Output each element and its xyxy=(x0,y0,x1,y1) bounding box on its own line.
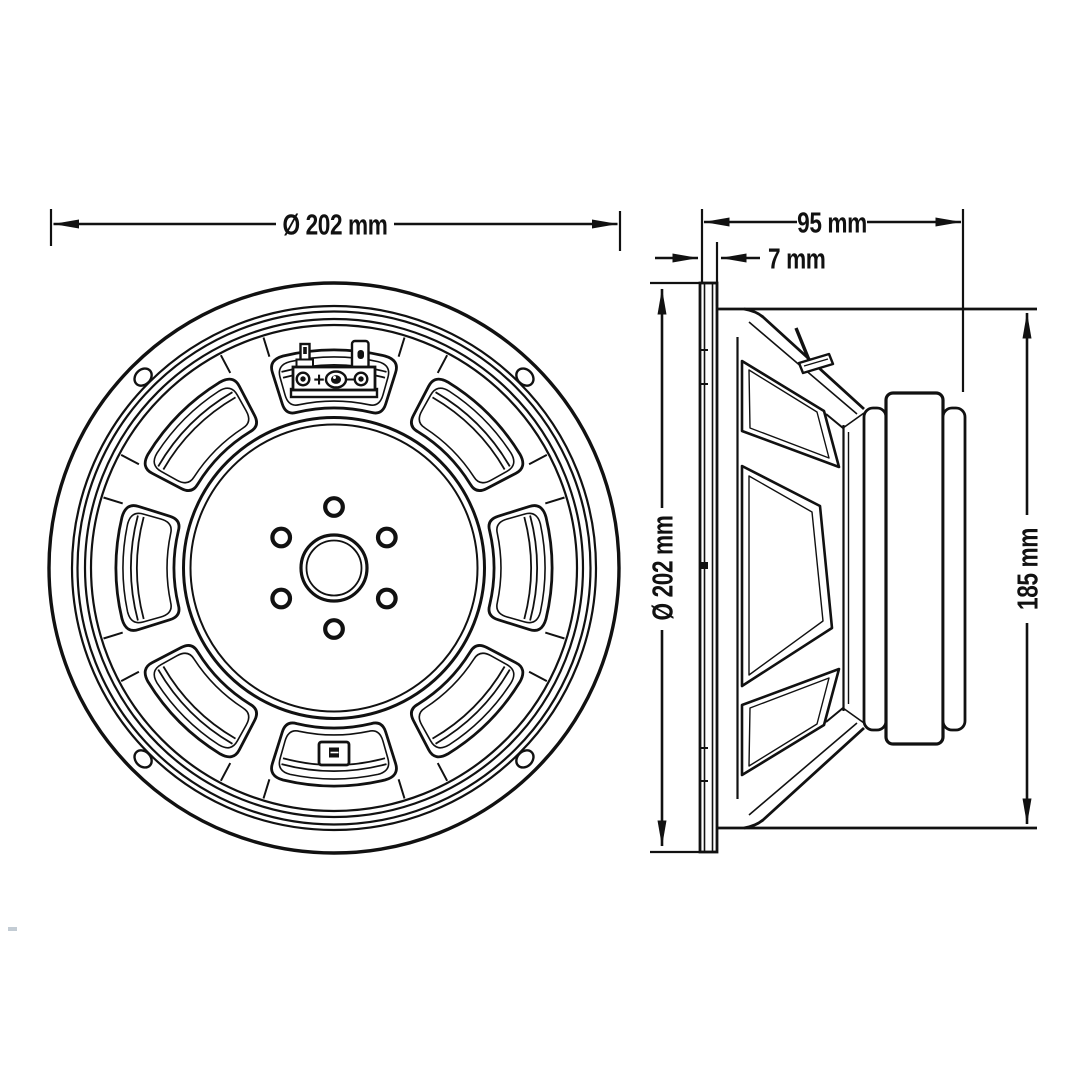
side-view: 95 mm 7 mm Ø 202 mm 185 xyxy=(646,206,1044,854)
basket-windows xyxy=(102,336,566,800)
pole-vent xyxy=(299,533,369,603)
side-basket-windows xyxy=(740,359,841,777)
front-diameter-label: Ø 202 mm xyxy=(283,208,388,241)
basket-slope-bottom xyxy=(743,726,865,830)
front-outer-rim xyxy=(47,281,621,855)
front-plate xyxy=(862,406,888,732)
bottom-clip xyxy=(317,740,351,767)
mounting-holes xyxy=(129,363,539,773)
hub xyxy=(270,496,398,640)
magnet-assembly xyxy=(862,391,967,746)
terminal-block: + xyxy=(289,339,379,399)
front-diameter-dimension: Ø 202 mm xyxy=(49,208,622,251)
side-diameter-dimension: Ø 202 mm xyxy=(646,281,699,854)
cone-interior xyxy=(825,412,865,724)
hub-holes xyxy=(270,496,398,640)
cone-edge xyxy=(182,416,486,720)
back-plate xyxy=(941,406,967,732)
magnet-ring xyxy=(884,391,945,746)
lead-terminal xyxy=(794,327,835,375)
scan-artifact xyxy=(8,927,17,931)
basket-height-label: 185 mm xyxy=(1011,528,1044,610)
terminal-polarity-mark: + xyxy=(313,370,324,391)
depth-label: 95 mm xyxy=(797,206,867,239)
basket-slope-top xyxy=(743,307,865,411)
flange-thickness-dimension: 7 mm xyxy=(655,242,826,306)
flange-thickness-label: 7 mm xyxy=(768,242,826,275)
basket-height-dimension: 185 mm xyxy=(1011,312,1044,825)
side-flange xyxy=(698,281,719,854)
front-view: + Ø 202 mm xyxy=(47,208,622,855)
side-diameter-label: Ø 202 mm xyxy=(646,516,679,621)
depth-dimension: 95 mm xyxy=(700,206,965,392)
